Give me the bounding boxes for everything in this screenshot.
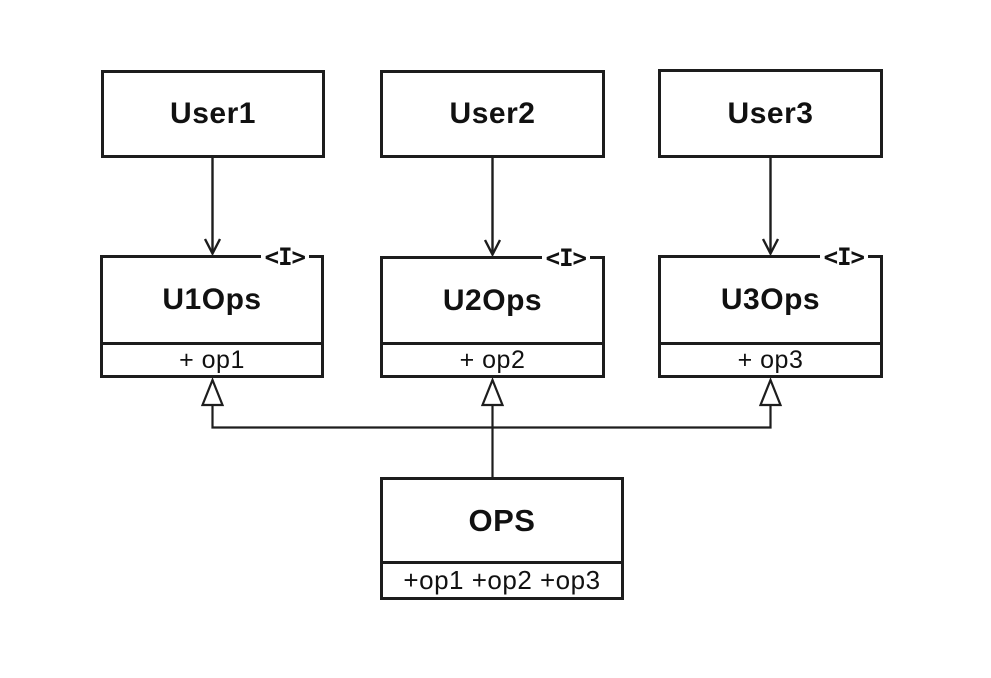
class-name-label: User1 [170, 97, 256, 130]
interface-stereotype-label: <I> [819, 244, 868, 270]
interface-box-u2ops: <I> U2Ops + op2 [380, 245, 605, 378]
class-box-user2: User2 [380, 70, 605, 158]
interface-name-label: U3Ops [720, 283, 821, 316]
interface-name-label: U2Ops [442, 283, 543, 317]
class-name-label: OPS [468, 502, 536, 538]
hollow-triangle-arrowhead-icon [480, 377, 505, 407]
dependency-arrow-user1-to-u1ops [203, 158, 222, 257]
class-box-ops: OPS +op1 +op2 +op3 [380, 477, 624, 600]
interface-methods-label: + op2 [383, 342, 602, 375]
interface-methods-label: + op1 [103, 342, 321, 375]
interface-stereotype-label: <I> [260, 244, 309, 270]
interface-stereotype-label: <I> [541, 245, 590, 271]
realization-connector-ops [200, 377, 783, 478]
interface-methods-label: + op3 [661, 342, 880, 375]
class-methods-label: +op1 +op2 +op3 [383, 561, 621, 597]
hollow-triangle-arrowhead-icon [200, 377, 225, 407]
open-arrowhead-icon [761, 238, 780, 257]
dependency-arrow-user2-to-u2ops [483, 158, 502, 258]
class-box-user3: User3 [658, 69, 883, 158]
dependency-arrow-user3-to-u3ops [761, 158, 780, 257]
class-box-user1: User1 [101, 70, 325, 158]
interface-box-u1ops: <I> U1Ops + op1 [100, 244, 324, 378]
hollow-triangle-arrowhead-icon [758, 377, 783, 407]
open-arrowhead-icon [203, 238, 222, 257]
open-arrowhead-icon [483, 239, 502, 258]
interface-box-u3ops: <I> U3Ops + op3 [658, 244, 883, 378]
class-name-label: User2 [449, 97, 536, 130]
interface-name-label: U1Ops [162, 283, 262, 316]
class-name-label: User3 [727, 96, 814, 130]
